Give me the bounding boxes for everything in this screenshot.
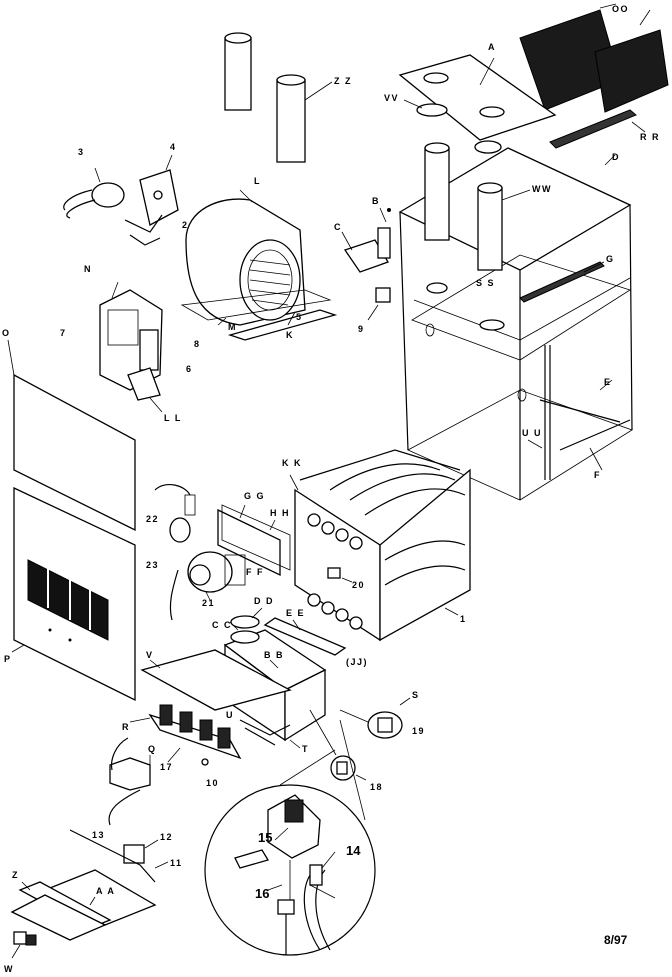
diagram-date: 8/97 [604, 933, 628, 947]
vent-pipe-ww [424, 142, 531, 271]
label-gg: G G [244, 491, 265, 501]
heat-exchanger-1 [289, 449, 471, 642]
bracket-b-c [341, 207, 391, 273]
label-a: A [488, 42, 496, 52]
label-ss: S S [476, 278, 495, 288]
top-panel-a [398, 54, 557, 141]
label-n: N [84, 264, 92, 274]
rail-rr [549, 109, 646, 149]
label-hh: H H [270, 508, 290, 518]
label-s: S [412, 690, 420, 700]
label-u: U [226, 710, 234, 720]
label-k: K [286, 330, 294, 340]
label-q: Q [148, 744, 157, 754]
label-13: 13 [92, 830, 105, 840]
switch-w [11, 931, 37, 959]
inducer-22 [154, 483, 196, 543]
switch-19 [339, 697, 411, 739]
label-e: E [604, 377, 612, 387]
label-g: G [606, 254, 615, 264]
bracket-ll [127, 367, 163, 413]
sensor-20 [327, 567, 353, 583]
label-dd: D D [254, 596, 274, 606]
label-ll: L L [164, 413, 182, 423]
label-l: L [254, 176, 261, 186]
burner-parts-u-t [239, 719, 301, 749]
label-17: 17 [160, 762, 173, 772]
label-20: 20 [352, 580, 365, 590]
label-2: 2 [182, 220, 189, 230]
label-18: 18 [370, 782, 383, 792]
label-9: 9 [358, 324, 365, 334]
label-c: C [334, 222, 342, 232]
label-3: 3 [78, 147, 85, 157]
label-z: Z [12, 870, 19, 880]
label-ww: WW [532, 184, 552, 194]
label-8: 8 [194, 339, 201, 349]
label-6: 6 [186, 364, 193, 374]
label-zz: Z Z [334, 76, 352, 86]
gasket-vv [403, 99, 502, 154]
detail-circle-igniter [204, 719, 376, 956]
limit-switch-9 [367, 287, 391, 321]
filter-grille-oo [519, 3, 669, 113]
label-5: 5 [296, 312, 303, 322]
blower-motor-3 [63, 167, 125, 219]
tube-13 [108, 789, 141, 826]
switch-18 [309, 709, 367, 781]
label-23: 23 [146, 560, 159, 570]
label-16: 16 [255, 886, 269, 901]
hose-23 [169, 569, 179, 621]
label-11: 11 [170, 858, 183, 868]
label-r: R [122, 722, 130, 732]
label-14: 14 [346, 843, 361, 858]
label-uu: U U [522, 428, 542, 438]
door-o [7, 339, 136, 532]
gas-valve-q [109, 737, 151, 791]
label-21: 21 [202, 598, 215, 608]
blower-housing-l [185, 189, 306, 326]
transformer-12 [123, 839, 159, 864]
label-rr: R R [640, 132, 660, 142]
pipe-uu [527, 345, 551, 480]
manifold-17 [129, 704, 242, 766]
blower-rails-m-k [180, 289, 338, 341]
label-15: 15 [258, 830, 272, 845]
inducer-21 [187, 551, 246, 601]
label-cc: C C [212, 620, 232, 630]
motor-mount-4 [124, 154, 179, 246]
label-ee: E E [286, 608, 305, 618]
label-b: B [372, 196, 380, 206]
label-m: M [228, 322, 237, 332]
label-1: 1 [460, 614, 467, 624]
door-p [11, 486, 136, 702]
label-aa: A A [96, 886, 115, 896]
label-f: F [594, 470, 601, 480]
label-4: 4 [170, 142, 177, 152]
label-oo: OO [612, 4, 629, 14]
panel-z [10, 881, 112, 941]
label-v: V [146, 650, 154, 660]
label-12: 12 [160, 832, 173, 842]
label-7: 7 [60, 328, 67, 338]
label-ff: F F [246, 567, 264, 577]
label-22: 22 [146, 514, 159, 524]
label-d: D [612, 152, 620, 162]
label-vv: VV [384, 93, 399, 103]
label-t: T [302, 744, 309, 754]
label-19: 19 [412, 726, 425, 736]
vent-pipe-zz [224, 32, 333, 163]
burner-panel-v [140, 649, 292, 711]
rails-g-e-f [519, 261, 631, 471]
gaskets-gg-hh [217, 504, 291, 577]
label-jj: (JJ) [346, 657, 368, 667]
label-kk: K K [282, 458, 302, 468]
label-o: O [2, 328, 11, 338]
label-10: 10 [206, 778, 219, 788]
label-bb: B B [264, 650, 284, 660]
label-p: P [4, 654, 12, 664]
wire-11 [69, 829, 169, 883]
label-w: W [4, 964, 14, 974]
